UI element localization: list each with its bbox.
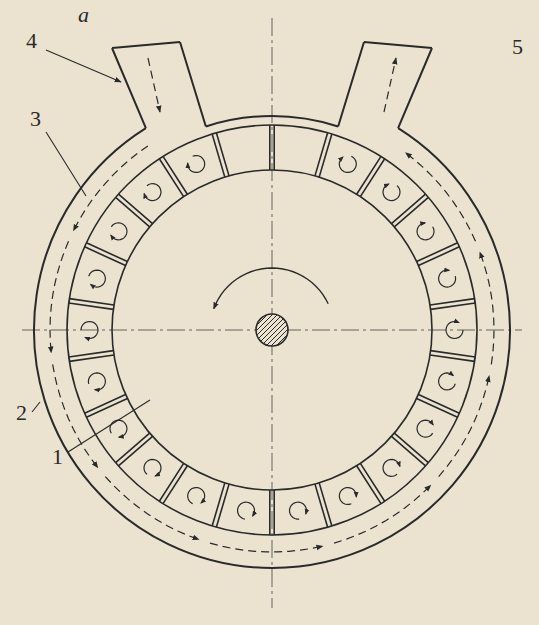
hatch-line xyxy=(277,310,317,350)
vortex-arrow xyxy=(111,223,127,240)
flow-line xyxy=(50,241,68,352)
vortex-arrow xyxy=(89,270,106,287)
impeller-blade xyxy=(315,133,332,177)
impeller-blade xyxy=(270,490,274,535)
vortex-arrow xyxy=(383,184,400,201)
vortex-arrow xyxy=(417,223,434,240)
outlet-nozzle xyxy=(338,42,432,128)
outlet-flow-arrow xyxy=(384,58,396,112)
hatch-line xyxy=(217,310,257,350)
hatch-line xyxy=(242,310,282,350)
centre-line xyxy=(272,18,273,608)
impeller-blade xyxy=(357,463,385,503)
vortex-arrow xyxy=(144,459,161,476)
impeller-blade xyxy=(315,483,332,527)
flow-line xyxy=(439,376,490,477)
impeller-blade xyxy=(159,156,187,196)
impeller-blade xyxy=(417,243,460,266)
hatch-line xyxy=(292,310,332,350)
inlet-flow-arrow xyxy=(148,58,160,112)
callout-number: 4 xyxy=(26,30,37,52)
impeller-rim xyxy=(67,125,477,535)
impeller-blade xyxy=(69,299,114,310)
impeller-blade xyxy=(85,243,128,266)
hatch-line xyxy=(237,310,277,350)
flow-line xyxy=(210,543,323,552)
vortex-arrow xyxy=(188,488,205,504)
hatch-line xyxy=(267,310,307,350)
vortex-arrow xyxy=(383,459,400,476)
impeller-blade xyxy=(430,351,475,362)
impeller-blade xyxy=(159,463,187,503)
vortex-arrow xyxy=(339,488,356,505)
impeller xyxy=(67,125,477,535)
vortex-arrow xyxy=(81,322,98,339)
pump-casing xyxy=(34,42,510,568)
centre-lines xyxy=(22,18,522,608)
flow-line xyxy=(334,485,431,543)
vortex-arrow xyxy=(417,420,433,437)
hatch-line xyxy=(212,310,252,350)
shaft xyxy=(212,310,332,350)
leader-line xyxy=(32,402,40,412)
vortex-arrow xyxy=(238,502,255,519)
leader-line xyxy=(68,400,150,452)
callout-number: 1 xyxy=(52,446,63,468)
flow-line xyxy=(73,146,147,231)
vortex-arrow xyxy=(144,184,161,201)
vortex-arrow xyxy=(110,420,127,437)
impeller-blade xyxy=(270,125,274,170)
vortex-arrow xyxy=(188,156,205,173)
flow-line xyxy=(105,477,199,540)
inlet-nozzle xyxy=(112,42,206,128)
leader-line xyxy=(46,132,86,196)
hatch-line xyxy=(232,310,272,350)
vortex-arrow xyxy=(290,502,307,519)
flow-line xyxy=(480,252,494,364)
hatch-line xyxy=(287,310,327,350)
callout-number: 2 xyxy=(16,402,27,424)
hatch-line xyxy=(227,310,267,350)
callout-number: 3 xyxy=(30,108,41,130)
vortex-arrow xyxy=(439,373,456,390)
casing-wall xyxy=(34,128,510,568)
vortex-arrow xyxy=(88,373,105,390)
impeller-blade xyxy=(69,351,114,362)
hatch-line xyxy=(272,310,312,350)
hatch-line xyxy=(262,310,302,350)
vortex-arrow xyxy=(446,322,463,339)
hatch-line xyxy=(282,310,322,350)
impeller-blade xyxy=(212,133,229,177)
impeller-blade xyxy=(85,394,128,417)
hatch-line xyxy=(222,310,262,350)
vortex-arrow xyxy=(439,270,456,287)
callout-number: 5 xyxy=(512,36,523,58)
impeller-blade xyxy=(417,394,460,417)
hatch-line xyxy=(247,310,287,350)
rotation-arrow xyxy=(214,268,328,309)
flow-line xyxy=(406,153,476,242)
flow-line xyxy=(53,364,98,467)
vortex-arrow xyxy=(339,156,356,172)
impeller-blade xyxy=(430,299,475,310)
hatch-line xyxy=(252,310,292,350)
impeller-blade xyxy=(212,483,229,527)
figure-letter: a xyxy=(78,4,89,26)
shaft-hatching xyxy=(212,310,332,350)
impeller-blade xyxy=(357,156,385,196)
leader-line xyxy=(46,50,121,82)
hatch-line xyxy=(257,310,297,350)
impeller-hub-rim xyxy=(112,170,432,490)
